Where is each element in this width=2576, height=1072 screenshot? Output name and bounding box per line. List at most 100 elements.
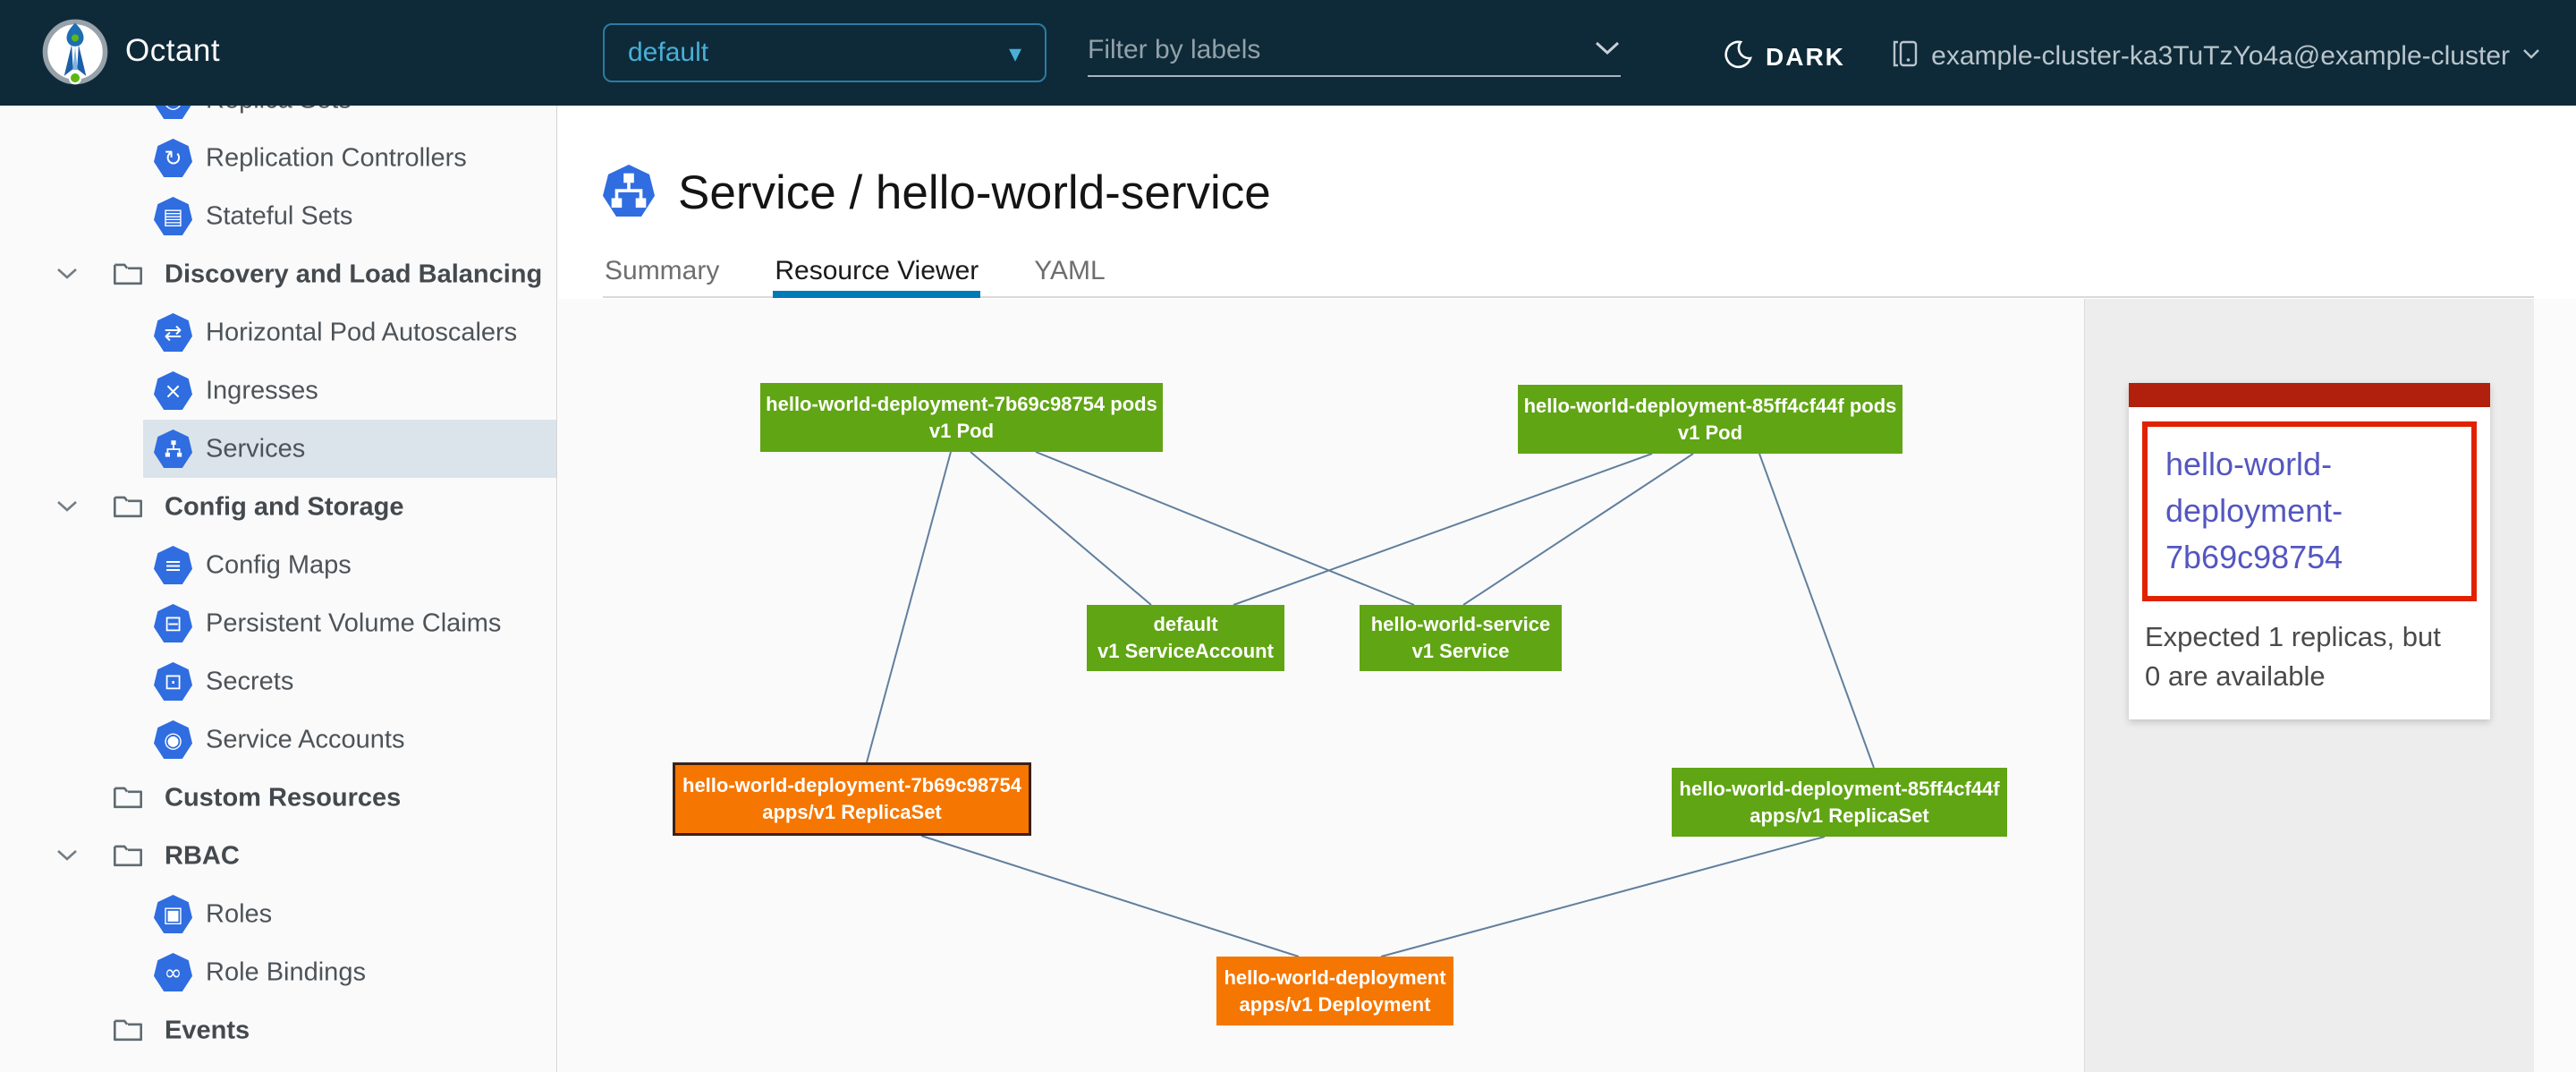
node-label-name: default: [1153, 613, 1218, 636]
icon-glyph: ⊟: [164, 610, 182, 636]
sidebar-item-rbac[interactable]: RBAC: [0, 827, 556, 885]
service-icon: [154, 430, 192, 468]
alert-message: Expected 1 replicas, but 0 are available: [2145, 620, 2441, 692]
role-binding-icon: ∞: [154, 953, 192, 991]
sidebar-item-label: Service Accounts: [206, 725, 405, 753]
sidebar-item-ingresses[interactable]: × Ingresses: [0, 362, 556, 420]
replicaset-icon: ◎: [154, 106, 192, 119]
icon-glyph: ◉: [164, 727, 182, 753]
label-filter-input[interactable]: [1088, 35, 1594, 65]
graph-edge: [920, 835, 1300, 957]
sidebar-item-label: Secrets: [206, 667, 294, 695]
namespace-dropdown[interactable]: default ▾: [603, 23, 1046, 82]
node-label-kind: apps/v1 Deployment: [1239, 992, 1431, 1016]
node-label-kind: v1 Service: [1411, 640, 1510, 662]
graph-edge: [1380, 836, 1826, 957]
sidebar-item-stateful-sets[interactable]: ▤ Stateful Sets: [0, 187, 556, 245]
node-label-kind: v1 Pod: [1677, 421, 1743, 444]
icon-glyph: ▤: [163, 203, 183, 229]
collapse-chevron-icon[interactable]: [55, 848, 79, 867]
sidebar-navigation: ◎ Replica Sets ↻ Replication Controllers ▤ St…: [0, 106, 557, 1072]
sidebar-item-role-bindings[interactable]: ∞ Role Bindings: [0, 943, 556, 1001]
sidebar-item-label: Services: [206, 434, 306, 463]
app-title: Octant: [125, 33, 221, 68]
sidebar-item-label: Horizontal Pod Autoscalers: [206, 318, 518, 346]
sidebar-item-services[interactable]: Services: [143, 420, 556, 478]
tab-summary[interactable]: Summary: [605, 256, 720, 285]
sidebar-item-custom-resources[interactable]: Custom Resources: [0, 769, 556, 827]
sidebar-item-discovery-and-load-balancing[interactable]: Discovery and Load Balancing: [0, 245, 556, 303]
sidebar-item-label: RBAC: [165, 841, 240, 870]
alert-status-bar: [2129, 383, 2490, 407]
scroll-gutter[interactable]: [2534, 299, 2576, 1072]
tab-resource-viewer[interactable]: Resource Viewer: [773, 251, 980, 298]
moon-icon: [1723, 39, 1753, 74]
node-label-kind: apps/v1 ReplicaSet: [1750, 804, 1929, 827]
dark-theme-toggle[interactable]: DARK: [1723, 39, 1845, 74]
sidebar-item-config-and-storage[interactable]: Config and Storage: [0, 478, 556, 536]
folder-icon: [111, 782, 145, 817]
folder-icon: [111, 259, 145, 294]
graph-edge: [1035, 451, 1415, 606]
graph-node-pod-85ff4cf44f[interactable]: hello-world-deployment-85ff4cf44f pods v1…: [1518, 385, 1902, 454]
sidebar-item-label: Replication Controllers: [206, 143, 467, 172]
node-label-name: hello-world-deployment-7b69c98754: [682, 774, 1021, 797]
graph-node-deployment-hello-world[interactable]: hello-world-deployment apps/v1 Deployment: [1216, 957, 1453, 1025]
page-title-block: Service / hello-world-service: [603, 165, 1271, 221]
sidebar-item-label: Config and Storage: [165, 492, 404, 521]
sidebar-item-roles[interactable]: ▣Roles: [0, 885, 556, 943]
header-bar: Octant default ▾ DARK example-cluster-ka…: [0, 0, 2576, 106]
dropdown-caret-icon: ▾: [1008, 38, 1021, 68]
graph-node-service-hello-world-service[interactable]: hello-world-service v1 Service: [1360, 605, 1562, 671]
secret-icon: ⊡: [154, 662, 192, 701]
collapse-chevron-icon[interactable]: [55, 267, 79, 285]
service-account-icon: ◉: [154, 720, 192, 759]
resource-link[interactable]: hello-world-deployment-7b69c98754: [2165, 446, 2343, 576]
configmap-icon: ≡: [154, 546, 192, 584]
sidebar-item-label: Stateful Sets: [206, 201, 353, 230]
sidebar-item-config-maps[interactable]: ≡Config Maps: [0, 536, 556, 594]
node-label-name: hello-world-service: [1370, 613, 1551, 636]
folder-icon: [111, 1015, 145, 1050]
icon-glyph: ×: [164, 378, 182, 404]
cluster-icon: [1892, 39, 1919, 72]
sidebar-item-label: Replica Sets: [206, 106, 352, 115]
sidebar-item-label: Ingresses: [206, 376, 318, 404]
graph-node-serviceaccount-default[interactable]: default v1 ServiceAccount: [1087, 605, 1284, 671]
graph-edge: [866, 451, 952, 763]
tab-bar: Summary Resource Viewer YAML: [603, 251, 2534, 298]
sidebar-item-label: Custom Resources: [165, 783, 402, 812]
sidebar-item-label: Events: [165, 1016, 250, 1044]
node-label-name: hello-world-deployment: [1224, 966, 1446, 989]
node-label-name: hello-world-deployment-85ff4cf44f pods: [1523, 394, 1897, 417]
collapse-chevron-icon[interactable]: [55, 499, 79, 518]
sidebar-item-service-accounts[interactable]: ◉ Service Accounts: [0, 710, 556, 769]
icon-glyph: ⇄: [164, 319, 182, 345]
filter-chevron-down-icon[interactable]: [1594, 40, 1621, 61]
icon-glyph: ↻: [164, 145, 182, 171]
sidebar-item-persistent-volume-claims[interactable]: ⊟Persistent Volume Claims: [0, 594, 556, 652]
octant-logo-icon: [41, 18, 109, 86]
icon-glyph: ⊡: [164, 668, 182, 694]
sidebar-item-secrets[interactable]: ⊡ Secrets: [0, 652, 556, 710]
icon-glyph: ∞: [164, 959, 182, 985]
sidebar-item-replication-controllers[interactable]: ↻ Replication Controllers: [0, 129, 556, 187]
tab-yaml[interactable]: YAML: [1034, 256, 1106, 285]
node-label-kind: v1 ServiceAccount: [1097, 640, 1274, 662]
icon-glyph: ▣: [163, 901, 183, 927]
graph-edge: [970, 451, 1152, 606]
sidebar-item-label: Role Bindings: [206, 957, 366, 986]
node-label-kind: v1 Pod: [928, 419, 995, 442]
sidebar-item-events[interactable]: Events: [0, 1001, 556, 1059]
graph-edge: [1462, 453, 1694, 606]
sidebar-item-replica-sets[interactable]: ◎ Replica Sets: [0, 106, 556, 129]
cluster-chevron-down-icon: [2522, 48, 2540, 64]
cluster-context-selector[interactable]: example-cluster-ka3TuTzYo4a@example-clus…: [1892, 39, 2540, 72]
role-icon: ▣: [154, 895, 192, 933]
label-filter[interactable]: [1088, 25, 1621, 77]
sidebar-item-horizontal-pod-autoscalers[interactable]: ⇄ Horizontal Pod Autoscalers: [0, 303, 556, 362]
replication-controller-icon: ↻: [154, 139, 192, 177]
